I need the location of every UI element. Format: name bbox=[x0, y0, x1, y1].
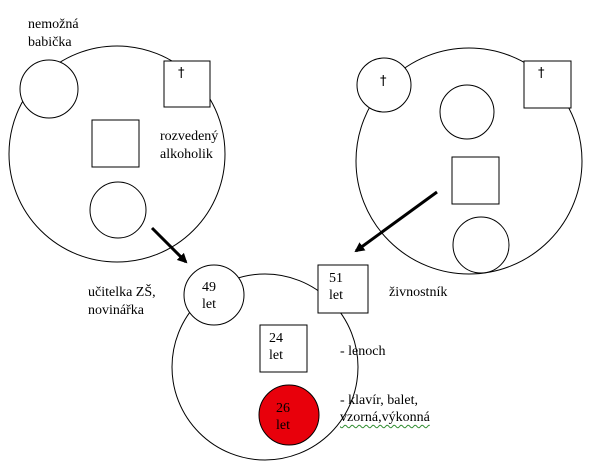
left-child-square bbox=[91, 119, 140, 168]
arrow-left-to-mother bbox=[150, 226, 188, 264]
left-family-circle bbox=[8, 45, 226, 263]
daughter-circle bbox=[258, 384, 320, 446]
cross-icon: † bbox=[380, 74, 387, 89]
father-square bbox=[317, 264, 369, 314]
right-family-circle bbox=[355, 47, 583, 275]
teacher-label: učitelka ZŠ, novinářka bbox=[88, 285, 156, 318]
right-child-square bbox=[451, 156, 500, 205]
hobbies-label-line1: - klavír, balet, bbox=[340, 393, 418, 408]
mother-circle bbox=[183, 264, 245, 326]
son-square bbox=[259, 324, 308, 373]
divorced-label: rozvedený alkoholik bbox=[160, 129, 219, 162]
right-child-circle bbox=[439, 84, 495, 140]
hobbies-label-line2: vzorná,výkonná bbox=[340, 410, 430, 425]
cross-icon: † bbox=[538, 66, 545, 81]
grandmother-circle bbox=[19, 59, 79, 119]
bottom-family-circle bbox=[171, 273, 359, 461]
arrow-right-to-father bbox=[354, 190, 438, 253]
grandmother-label: nemožná babička bbox=[28, 17, 79, 50]
lazy-label: - lenoch bbox=[340, 344, 386, 359]
cross-icon: † bbox=[178, 66, 185, 81]
right-child-circle-2 bbox=[452, 216, 510, 274]
mother-age: 49 let bbox=[202, 280, 216, 312]
right-grandfather-deceased-square bbox=[523, 60, 572, 109]
father-age: 51 let bbox=[329, 271, 343, 303]
right-grandmother-deceased-circle bbox=[356, 57, 412, 113]
son-age: 24 let bbox=[269, 331, 283, 363]
tradesman-label: živnostník bbox=[389, 285, 448, 300]
left-child-circle bbox=[89, 181, 147, 239]
daughter-age: 26 let bbox=[276, 401, 290, 433]
grandfather-deceased-square bbox=[163, 60, 211, 108]
